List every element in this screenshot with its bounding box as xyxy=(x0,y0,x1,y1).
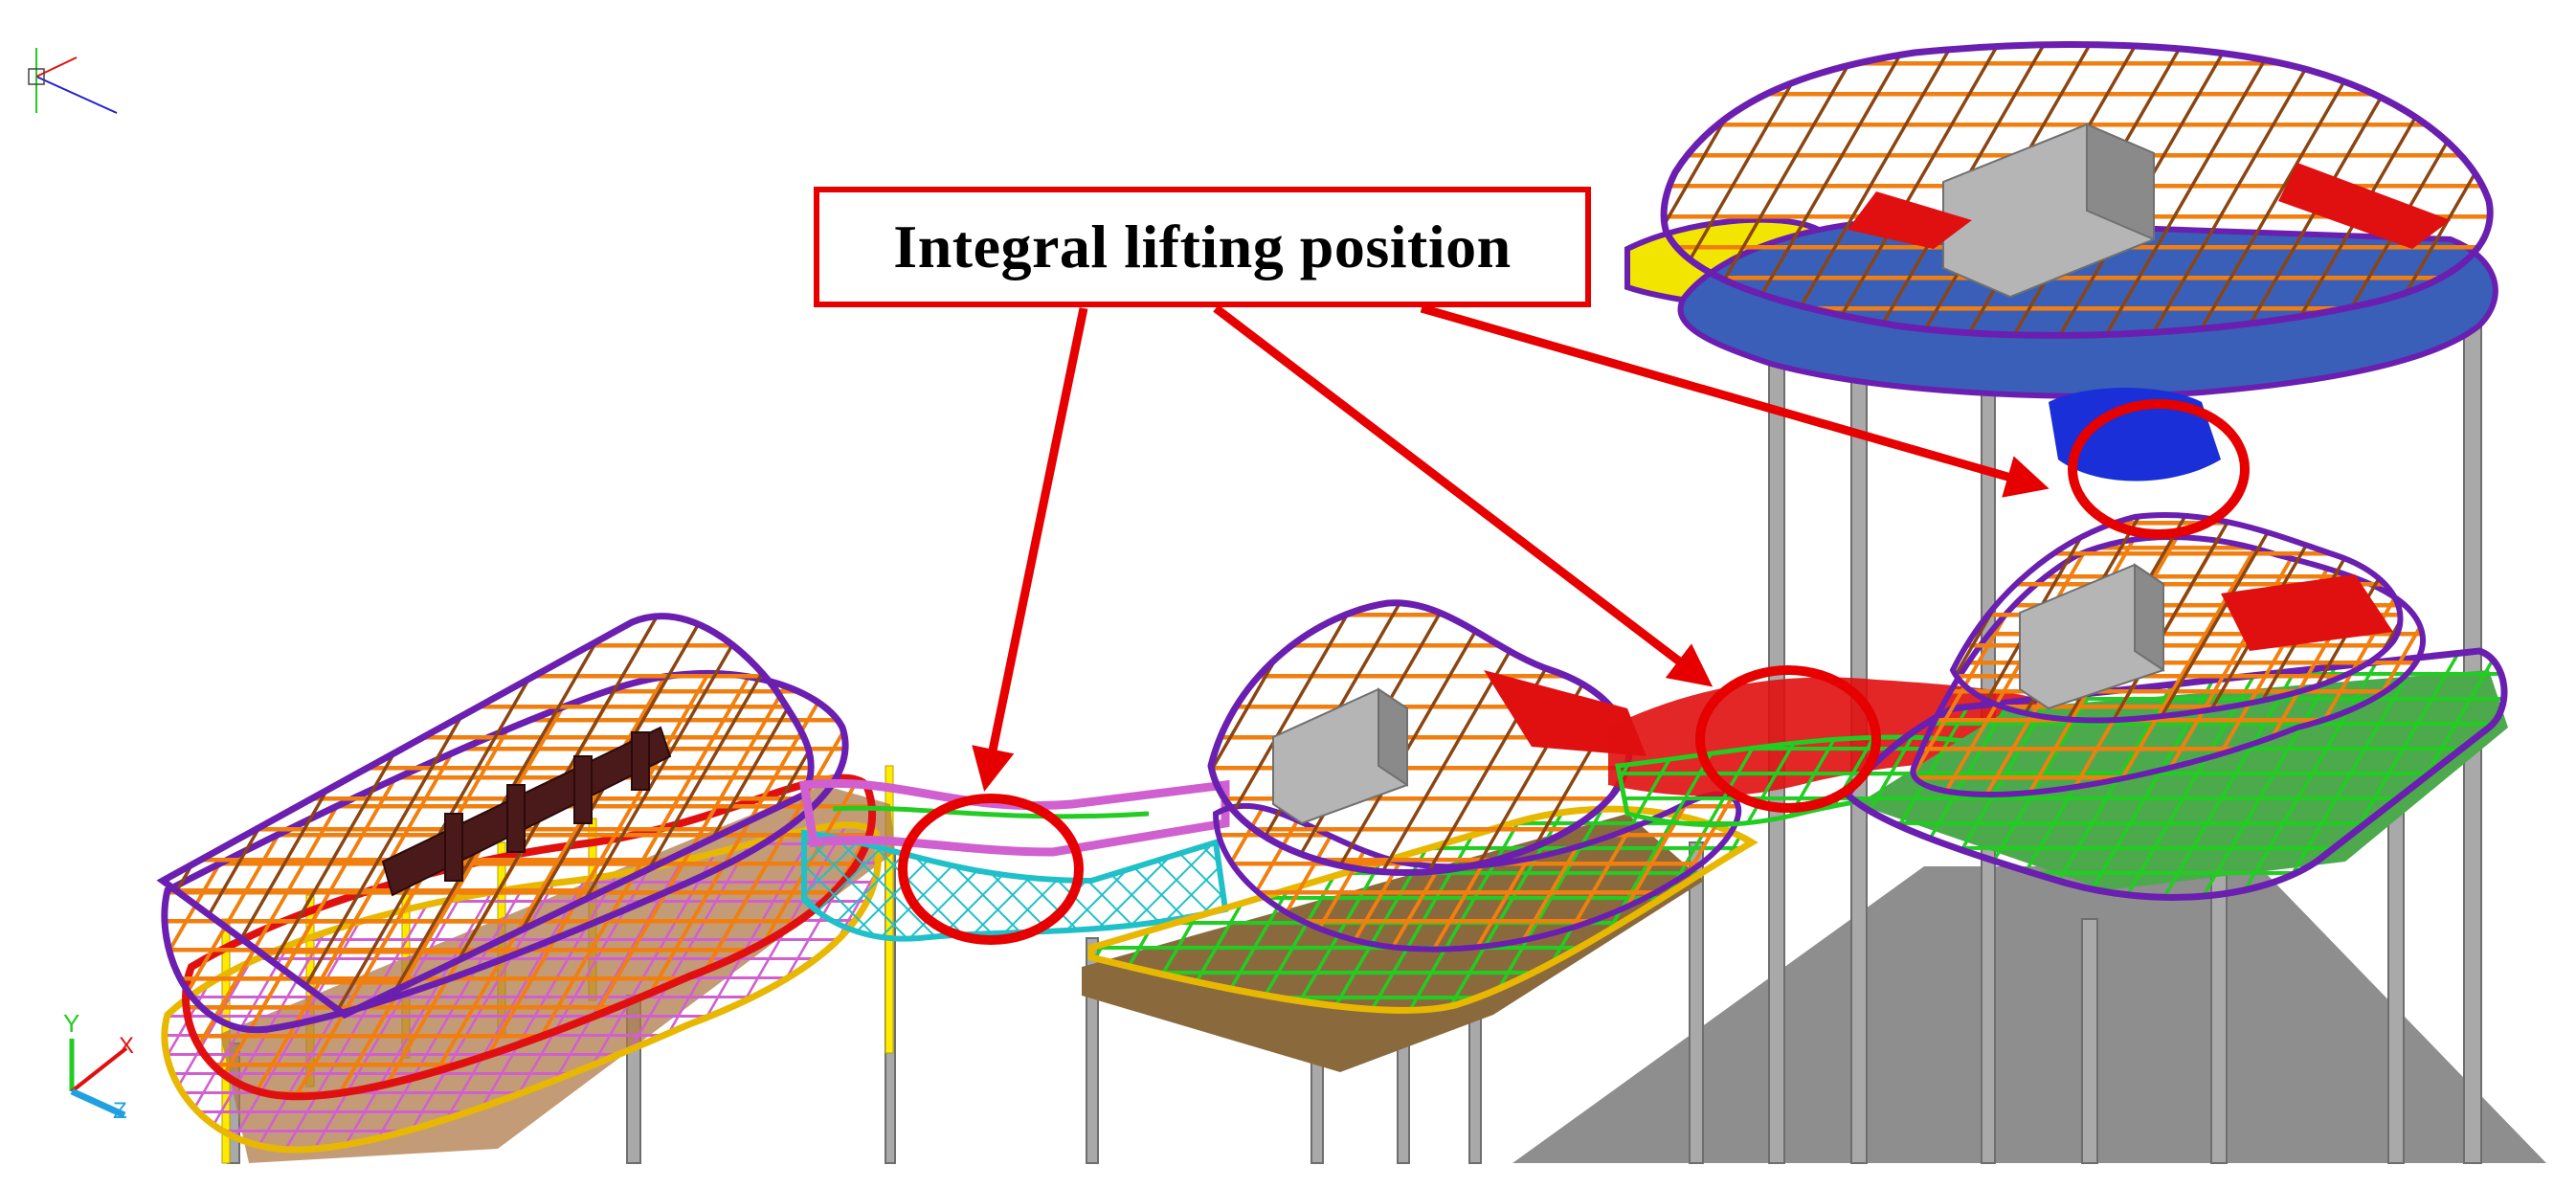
callout-box: Integral lifting position xyxy=(814,187,1591,307)
concrete-core-upper xyxy=(1942,123,2155,299)
lifting-highlight-circle-2 xyxy=(1695,665,1881,813)
pointer-arrow-3 xyxy=(1420,303,2050,498)
right-upper-building-block xyxy=(1624,41,2498,482)
connector-bridge-1 xyxy=(798,778,1230,942)
ucs-y-label: Y xyxy=(63,1009,79,1038)
concrete-core-right-lower xyxy=(2019,563,2164,710)
concrete-core-middle xyxy=(1272,687,1408,825)
ucs-bottom-left-icon: Y X Z xyxy=(63,1009,134,1124)
pointer-arrow-2 xyxy=(1213,304,1714,687)
middle-building-block xyxy=(1082,599,1758,1072)
lifting-highlight-circle-1 xyxy=(898,794,1084,945)
ucs-z-label: Z xyxy=(113,1098,127,1124)
callout-label: Integral lifting position xyxy=(893,213,1512,280)
dark-core-walls xyxy=(381,726,672,897)
lifting-highlight-circle-3 xyxy=(2068,399,2250,539)
pointer-arrow-1 xyxy=(972,307,1088,792)
ucs-top-left-icon xyxy=(28,48,118,114)
left-building-block xyxy=(156,613,895,1163)
right-lower-building-block xyxy=(1843,512,2508,901)
ucs-x-label: X xyxy=(119,1033,134,1059)
